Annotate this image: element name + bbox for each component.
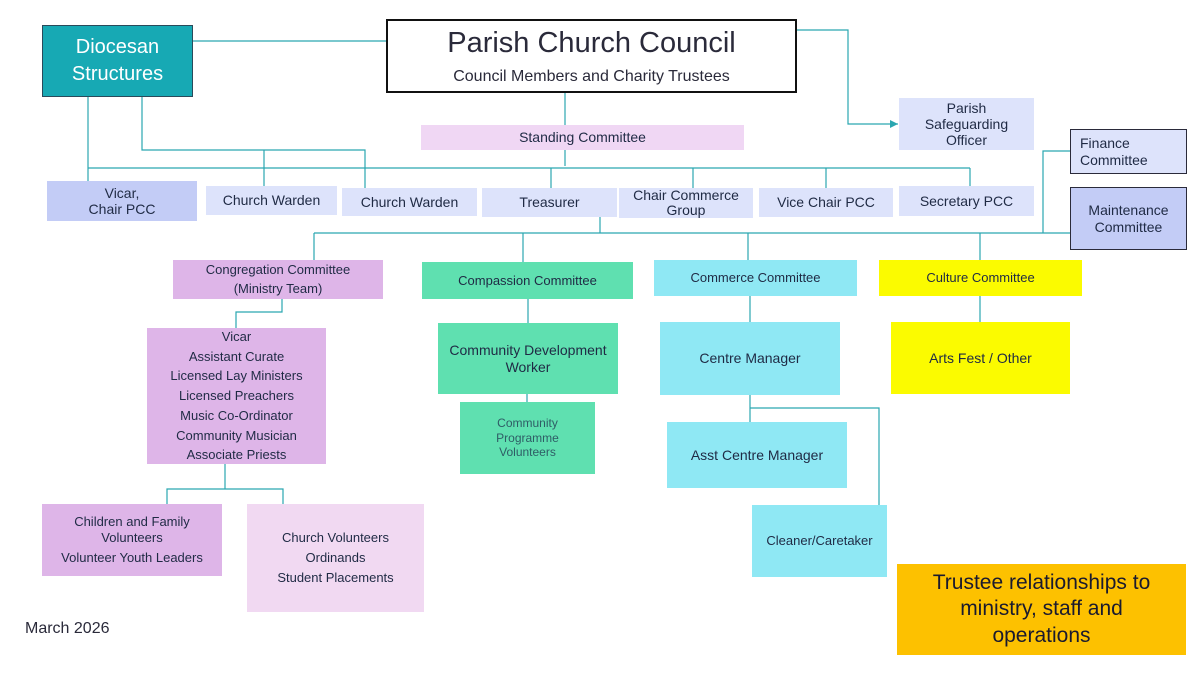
vice-chair-box: Vice Chair PCC (759, 188, 893, 217)
caption-box: Trustee relationships to ministry, staff… (897, 564, 1186, 655)
community-prog-line-3: Volunteers (499, 445, 556, 460)
congregation-committee-box: Congregation Committee (Ministry Team) (173, 260, 383, 299)
secretary-box: Secretary PCC (899, 186, 1034, 216)
treasurer-box: Treasurer (482, 188, 617, 217)
caption-line-1: Trustee relationships to (932, 570, 1151, 594)
pcc-title: Parish Church Council (447, 26, 736, 59)
standing-committee-label: Standing Committee (519, 129, 646, 146)
commerce-committee-box: Commerce Committee (654, 260, 857, 296)
children-volunteers-box: Children and Family Volunteers Volunteer… (42, 504, 222, 576)
ministry-team-box: Vicar Assistant Curate Licensed Lay Mini… (147, 328, 326, 464)
arts-fest-label: Arts Fest / Other (929, 349, 1032, 366)
finance-line-1: Finance (1080, 134, 1130, 151)
secretary-label: Secretary PCC (919, 192, 1014, 209)
cleaner-caretaker-box: Cleaner/Caretaker (752, 505, 887, 577)
community-prog-line-2: Programme (496, 430, 559, 445)
church-warden-1-box: Church Warden (206, 186, 337, 215)
safeguarding-officer-box: Parish Safeguarding Officer (899, 98, 1034, 150)
congregation-line-2: (Ministry Team) (233, 280, 323, 296)
children-line-1: Children and Family (74, 514, 190, 530)
diocesan-line-1: Diocesan (75, 36, 160, 58)
children-line-3: Volunteer Youth Leaders (61, 550, 203, 566)
ministry-item: Assistant Curate (188, 348, 285, 364)
safeguarding-line-3: Officer (946, 132, 987, 149)
church-warden-1-label: Church Warden (222, 192, 321, 209)
church-volunteers-line-3: Student Placements (277, 570, 394, 586)
parish-church-council-box: Parish Church Council Council Members an… (386, 19, 797, 93)
pcc-subtitle: Council Members and Charity Trustees (453, 68, 730, 86)
finance-line-2: Committee (1080, 151, 1148, 168)
maintenance-committee-box: Maintenance Committee (1070, 187, 1187, 250)
vicar-chair-box: Vicar, Chair PCC (47, 181, 197, 221)
finance-committee-box: Finance Committee (1070, 129, 1187, 174)
centre-manager-label: Centre Manager (699, 350, 801, 367)
church-volunteers-box: Church Volunteers Ordinands Student Plac… (247, 504, 424, 612)
community-development-box: Community Development Worker (438, 323, 618, 394)
diocesan-line-2: Structures (71, 63, 164, 85)
vicar-line-1: Vicar, (104, 184, 140, 201)
congregation-line-1: Congregation Committee (205, 262, 351, 278)
ministry-item: Community Musician (176, 427, 297, 443)
children-line-2: Volunteers (101, 529, 163, 545)
vicar-line-2: Chair PCC (88, 201, 156, 217)
vice-chair-label: Vice Chair PCC (777, 194, 875, 211)
ministry-item: Vicar (221, 328, 252, 344)
cleaner-label: Cleaner/Caretaker (766, 533, 873, 549)
asst-centre-manager-box: Asst Centre Manager (667, 422, 847, 488)
chair-commerce-line-2: Group (666, 202, 706, 218)
ministry-item: Licensed Preachers (179, 388, 294, 404)
safeguarding-line-1: Parish (946, 99, 987, 116)
community-dev-line-1: Community Development (449, 341, 607, 358)
diocesan-structures-box: Diocesan Structures (42, 25, 193, 97)
community-prog-line-1: Community (497, 416, 558, 431)
community-programme-box: Community Programme Volunteers (460, 402, 595, 474)
community-dev-line-2: Worker (505, 358, 551, 375)
date-label: March 2026 (25, 620, 110, 637)
commerce-label: Commerce Committee (690, 270, 821, 286)
chair-commerce-box: Chair Commerce Group (619, 186, 753, 218)
ministry-item: Licensed Lay Ministers (170, 368, 303, 384)
church-volunteers-line-1: Church Volunteers (282, 529, 389, 545)
church-warden-2-label: Church Warden (360, 193, 459, 210)
caption-line-2: ministry, staff and (960, 597, 1123, 621)
church-warden-2-box: Church Warden (342, 188, 477, 216)
culture-committee-box: Culture Committee (879, 260, 1082, 296)
treasurer-label: Treasurer (519, 194, 580, 211)
ministry-item: Music Co-Ordinator (180, 407, 293, 423)
safeguarding-line-2: Safeguarding (924, 115, 1009, 132)
standing-committee-box: Standing Committee (421, 125, 744, 150)
ministry-item: Associate Priests (186, 447, 287, 463)
compassion-committee-box: Compassion Committee (422, 262, 633, 299)
compassion-label: Compassion Committee (458, 272, 597, 288)
chair-commerce-line-1: Chair Commerce (633, 186, 739, 203)
centre-manager-box: Centre Manager (660, 322, 840, 395)
caption-line-3: operations (992, 623, 1091, 647)
asst-centre-manager-label: Asst Centre Manager (690, 446, 824, 463)
arts-fest-box: Arts Fest / Other (891, 322, 1070, 394)
maintenance-line-1: Maintenance (1088, 201, 1169, 218)
culture-label: Culture Committee (926, 270, 1035, 286)
church-volunteers-line-2: Ordinands (305, 549, 366, 565)
maintenance-line-2: Committee (1094, 218, 1163, 235)
